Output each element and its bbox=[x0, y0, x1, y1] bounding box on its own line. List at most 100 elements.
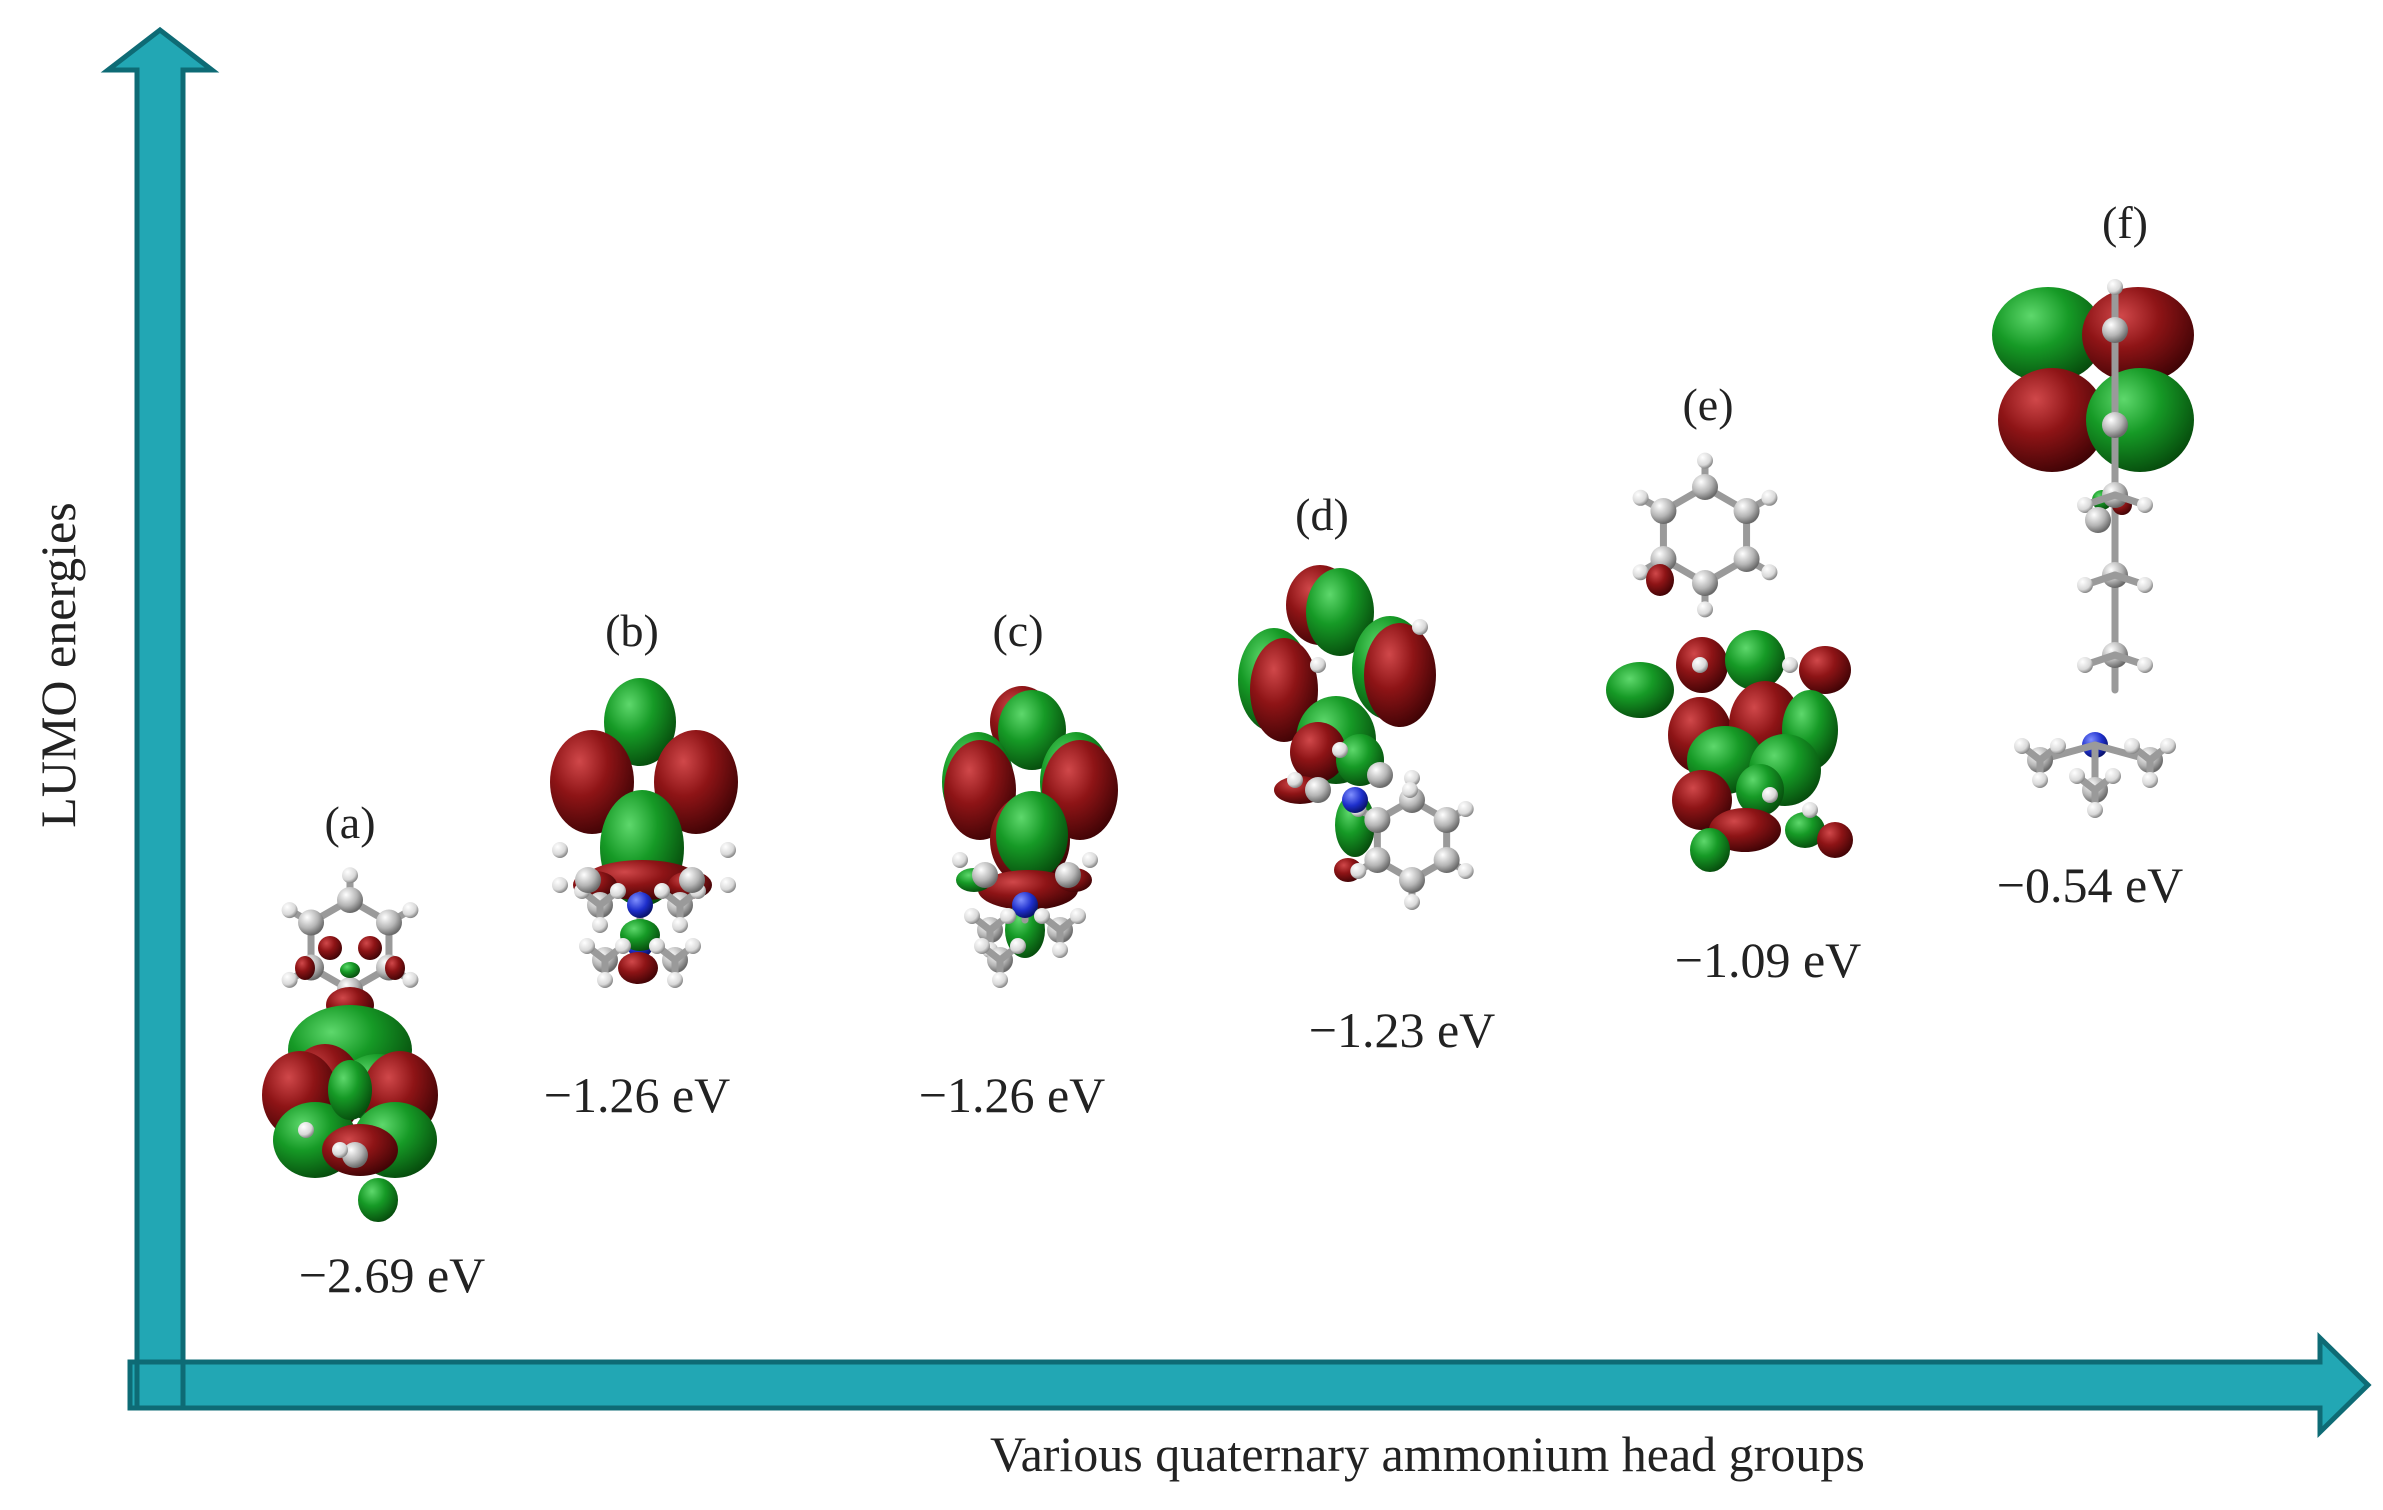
hydrogen-atom bbox=[1692, 657, 1708, 673]
hydrogen-atom bbox=[992, 972, 1008, 988]
carbon-atom bbox=[1650, 498, 1677, 524]
positive-lobe bbox=[1736, 764, 1784, 816]
x-axis-arrow bbox=[127, 1332, 2372, 1438]
hydrogen-atom bbox=[332, 1142, 348, 1158]
hydrogen-atom bbox=[1332, 742, 1348, 758]
structure-tag: (f) bbox=[2102, 197, 2148, 248]
lumo-energy-label: −1.09 eV bbox=[1674, 932, 1862, 988]
negative-lobe bbox=[1290, 722, 1346, 782]
lumo-energy-label: −2.69 eV bbox=[298, 1247, 486, 1303]
hydrogen-atom bbox=[2077, 497, 2093, 513]
positive-lobe bbox=[2086, 368, 2194, 472]
hydrogen-atom bbox=[720, 877, 736, 893]
carbon-atom bbox=[1305, 777, 1331, 803]
hydrogen-atom bbox=[342, 867, 358, 884]
hydrogen-atom bbox=[974, 938, 990, 954]
hydrogen-atom bbox=[1010, 938, 1026, 954]
hydrogen-atom bbox=[592, 917, 608, 933]
hydrogen-atom bbox=[610, 883, 626, 899]
negative-lobe bbox=[385, 956, 405, 980]
carbon-atom bbox=[1055, 862, 1081, 888]
lumo-energy-label: −1.23 eV bbox=[1308, 1002, 1496, 1058]
carbon-atom bbox=[342, 1142, 368, 1168]
structure-d-molecule bbox=[1238, 565, 1474, 910]
carbon-atom bbox=[972, 862, 998, 888]
hydrogen-atom bbox=[2160, 738, 2176, 754]
hydrogen-atom bbox=[298, 1122, 314, 1138]
negative-lobe bbox=[1672, 770, 1732, 830]
lumo-energy-label: −1.26 eV bbox=[918, 1067, 1106, 1123]
hydrogen-atom bbox=[2014, 738, 2030, 754]
hydrogen-atom bbox=[2077, 577, 2093, 593]
x-axis-label: Various quaternary ammonium head groups bbox=[990, 1426, 1865, 1482]
negative-lobe bbox=[1799, 646, 1851, 694]
negative-lobe bbox=[1998, 368, 2106, 472]
hydrogen-atom bbox=[1802, 802, 1818, 818]
positive-lobe bbox=[1992, 287, 2104, 383]
structure-tag: (d) bbox=[1295, 489, 1349, 540]
structure-c-molecule bbox=[942, 686, 1118, 988]
carbon-atom bbox=[337, 887, 363, 913]
carbon-atom bbox=[1364, 807, 1391, 833]
carbon-atom bbox=[2102, 412, 2128, 438]
hydrogen-atom bbox=[2137, 497, 2153, 513]
carbon-atom bbox=[298, 909, 325, 936]
hydrogen-atom bbox=[2142, 772, 2158, 788]
carbon-atom bbox=[1399, 867, 1425, 893]
positive-lobe bbox=[358, 1178, 398, 1222]
hydrogen-atom bbox=[2050, 738, 2066, 754]
hydrogen-atom bbox=[1052, 942, 1068, 958]
negative-lobe bbox=[1364, 623, 1436, 727]
hydrogen-atom bbox=[1762, 787, 1778, 803]
carbon-atom bbox=[679, 867, 705, 893]
carbon-atom bbox=[1433, 847, 1460, 873]
hydrogen-atom bbox=[2137, 657, 2153, 673]
hydrogen-atom bbox=[2124, 738, 2140, 754]
negative-lobe bbox=[1817, 822, 1853, 858]
hydrogen-atom bbox=[667, 972, 683, 988]
hydrogen-atom bbox=[1287, 772, 1303, 788]
positive-lobe bbox=[1690, 828, 1730, 872]
negative-lobe bbox=[2082, 287, 2194, 383]
nitrogen-atom bbox=[627, 892, 653, 918]
carbon-atom bbox=[2102, 317, 2128, 343]
y-axis-arrow bbox=[100, 26, 220, 1403]
hydrogen-atom bbox=[1457, 801, 1474, 817]
hydrogen-atom bbox=[1697, 452, 1713, 469]
lumo-energy-label: −1.26 eV bbox=[543, 1067, 731, 1123]
hydrogen-atom bbox=[281, 902, 298, 919]
carbon-atom bbox=[1364, 847, 1391, 873]
structure-tag: (a) bbox=[324, 797, 376, 848]
negative-lobe bbox=[654, 730, 738, 834]
carbon-atom bbox=[1433, 807, 1460, 833]
hydrogen-atom bbox=[1761, 489, 1778, 506]
hydrogen-atom bbox=[1034, 908, 1050, 924]
positive-lobe bbox=[340, 962, 360, 978]
hydrogen-atom bbox=[402, 902, 419, 919]
nitrogen-atom bbox=[1342, 787, 1368, 813]
y-axis-label: LUMO energies bbox=[30, 502, 86, 828]
hydrogen-atom bbox=[1000, 908, 1016, 924]
hydrogen-atom bbox=[1782, 657, 1798, 673]
hydrogen-atom bbox=[1404, 770, 1420, 786]
hydrogen-atom bbox=[1402, 782, 1418, 798]
carbon-atom bbox=[1692, 570, 1718, 596]
negative-lobe bbox=[358, 936, 382, 960]
structure-tag: (b) bbox=[605, 605, 659, 656]
hydrogen-atom bbox=[1412, 619, 1428, 635]
structure-f-molecule bbox=[1992, 279, 2194, 818]
carbon-atom bbox=[375, 909, 402, 936]
positive-lobe bbox=[1306, 568, 1374, 656]
hydrogen-atom bbox=[2105, 768, 2121, 784]
hydrogen-atom bbox=[597, 972, 613, 988]
hydrogen-atom bbox=[281, 971, 298, 988]
hydrogen-atom bbox=[685, 938, 701, 954]
structure-a-molecule bbox=[262, 867, 438, 1222]
hydrogen-atom bbox=[2087, 802, 2103, 818]
carbon-atom bbox=[1733, 498, 1760, 524]
nitrogen-atom bbox=[1012, 892, 1038, 918]
hydrogen-atom bbox=[552, 842, 568, 858]
negative-lobe bbox=[618, 952, 658, 984]
hydrogen-atom bbox=[1697, 601, 1713, 618]
